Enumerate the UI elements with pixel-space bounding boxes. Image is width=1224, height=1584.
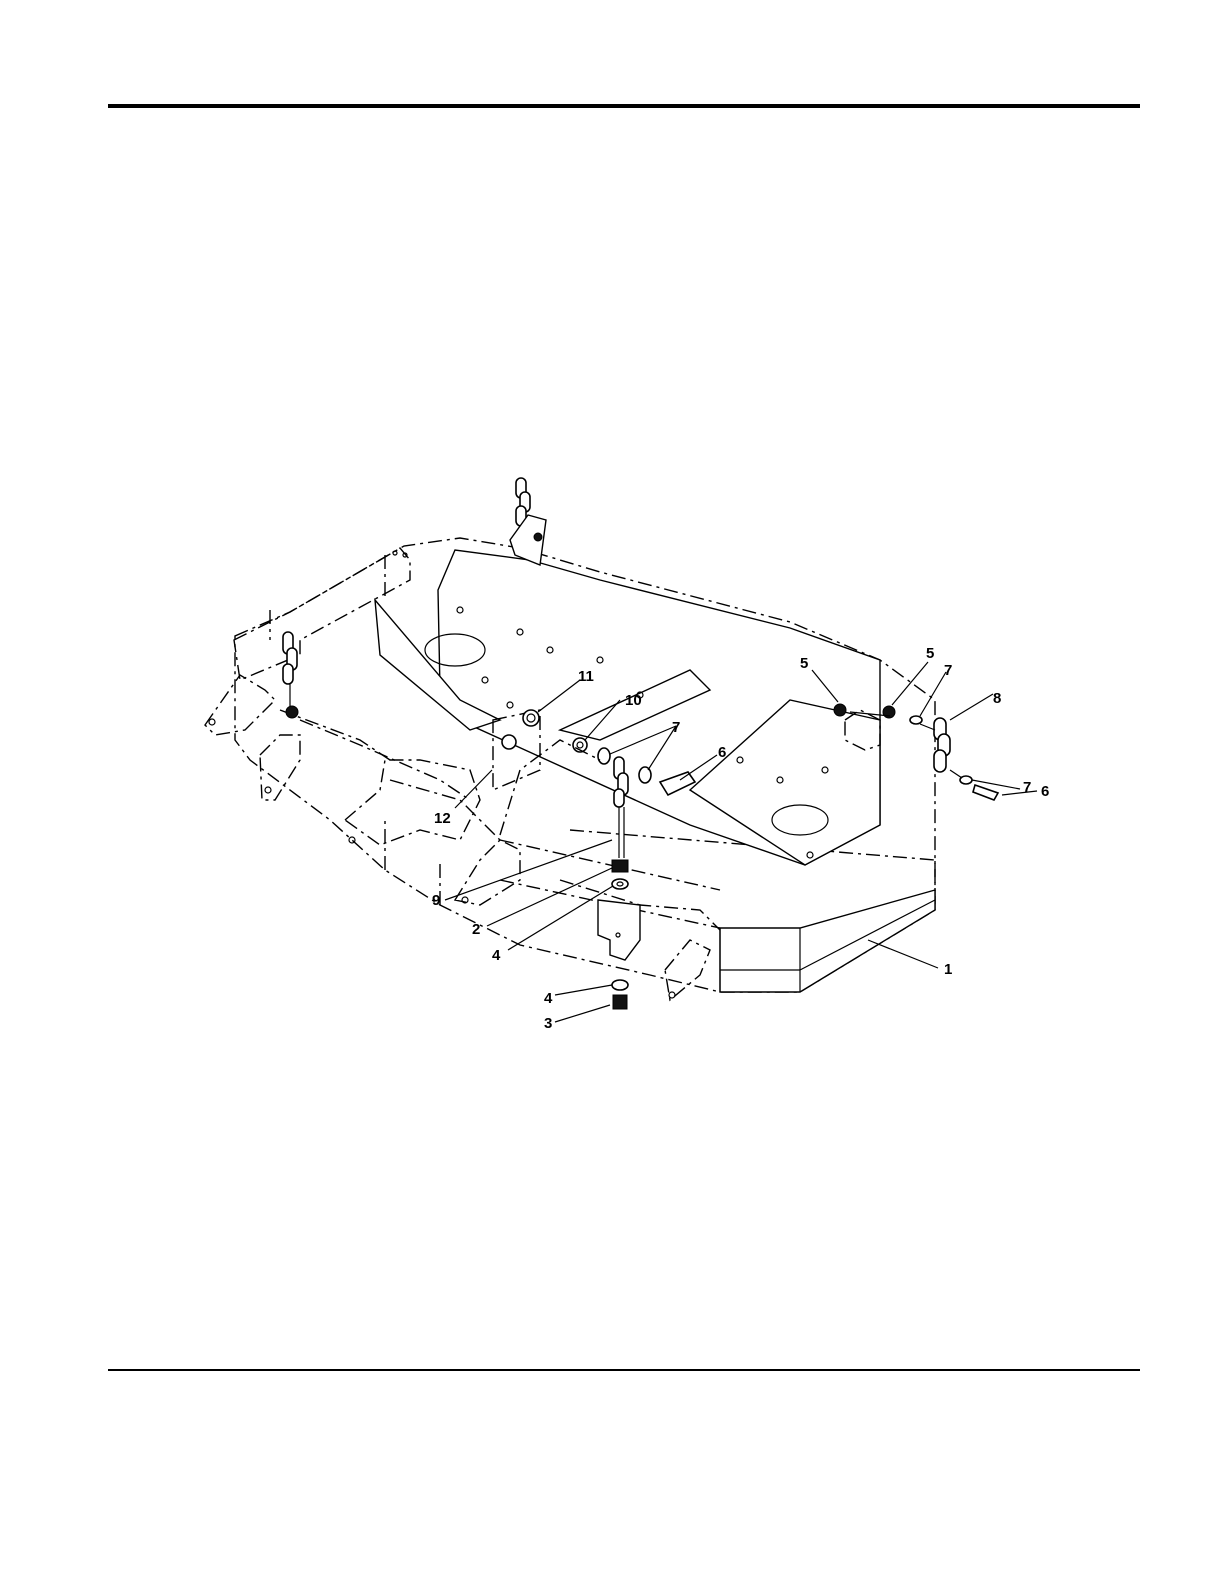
callout-9: 9 — [432, 892, 440, 909]
rear-chain — [510, 478, 546, 565]
callout-7-upper-right: 7 — [944, 662, 952, 679]
callout-1: 1 — [944, 961, 952, 978]
callout-2: 2 — [472, 921, 480, 938]
front-chain-rod — [612, 757, 628, 889]
callout-4-lower: 4 — [544, 990, 553, 1007]
callout-10: 10 — [625, 692, 642, 709]
callout-5-left: 5 — [800, 655, 808, 672]
callout-11: 11 — [578, 668, 594, 685]
callout-6-right: 6 — [1041, 783, 1049, 800]
callout-6-center: 6 — [718, 744, 726, 761]
callout-7-lower-right: 7 — [1023, 779, 1031, 796]
callout-8: 8 — [993, 690, 1001, 707]
callout-5-right: 5 — [926, 645, 934, 662]
callout-12: 12 — [434, 810, 451, 827]
callout-3: 3 — [544, 1015, 552, 1032]
left-chain — [283, 632, 298, 718]
callout-4-upper: 4 — [492, 947, 501, 964]
callout-7-center: 7 — [672, 719, 680, 736]
